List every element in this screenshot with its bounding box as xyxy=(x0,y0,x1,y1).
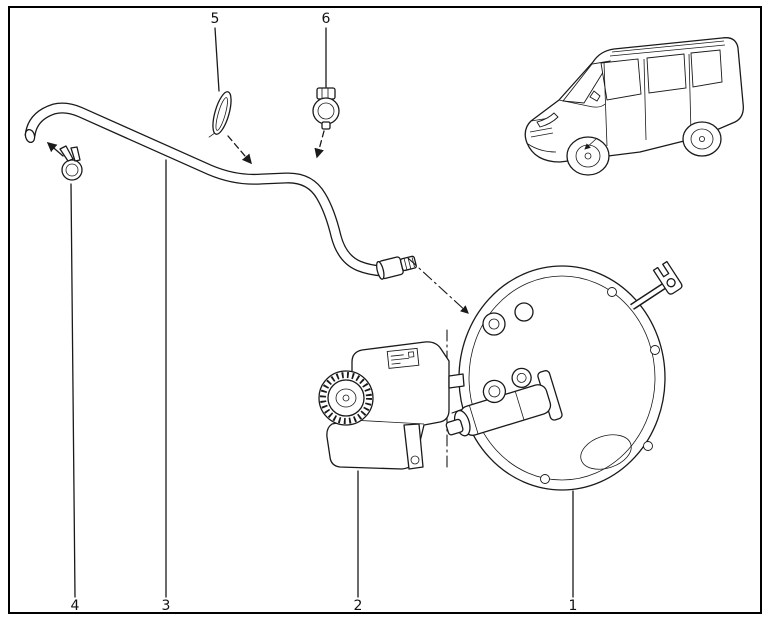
clevis-fork xyxy=(652,260,683,295)
leader-5 xyxy=(214,27,220,92)
booster-rivet xyxy=(643,441,653,451)
clamp-6-pointer-arrow xyxy=(314,130,325,159)
pipe-clamp xyxy=(312,87,340,130)
rear-wheel xyxy=(682,121,722,157)
callout-5-label: 5 xyxy=(211,11,220,27)
hose-fitting xyxy=(376,255,417,280)
leader-4 xyxy=(70,183,76,598)
fluid-reservoir xyxy=(318,341,465,470)
vacuum-port xyxy=(482,312,506,336)
reservoir-label xyxy=(386,347,420,369)
reservoir-cap xyxy=(318,370,374,426)
retaining-clip xyxy=(208,91,232,138)
hose-open-end xyxy=(24,128,36,144)
front-wheel xyxy=(566,136,610,176)
vacuum-hose xyxy=(24,102,383,277)
clamp-4-pointer-arrow xyxy=(46,142,64,157)
side-mirror xyxy=(589,90,601,102)
booster-rivet xyxy=(650,345,660,355)
fitting-to-port-line xyxy=(407,257,469,314)
vehicle-illustration xyxy=(524,37,744,176)
callout-6-label: 6 xyxy=(322,11,331,27)
booster-rivet xyxy=(540,474,550,484)
callout-1-label: 1 xyxy=(569,598,578,614)
booster-rivet xyxy=(607,287,617,297)
hose-spring-clamp xyxy=(59,145,83,181)
pushrod xyxy=(630,283,666,310)
callout-4-label: 4 xyxy=(71,598,80,614)
diagram-border xyxy=(8,6,762,614)
booster-stud xyxy=(514,302,534,322)
location-arrow xyxy=(584,138,597,150)
brake-booster xyxy=(458,260,683,491)
shell-emboss xyxy=(580,434,632,470)
callouts: 5 6 4 3 2 1 xyxy=(70,11,578,614)
clip-5-pointer-arrow xyxy=(227,135,252,165)
windshield xyxy=(562,60,611,104)
reservoir-port xyxy=(511,367,532,389)
headlight xyxy=(536,112,559,128)
callout-2-label: 2 xyxy=(354,598,363,614)
master-cylinder xyxy=(445,367,563,437)
callout-3-label: 3 xyxy=(162,598,171,614)
reservoir-port xyxy=(482,379,507,404)
reservoir-tab xyxy=(403,423,424,470)
reservoir-nipple xyxy=(448,373,465,389)
